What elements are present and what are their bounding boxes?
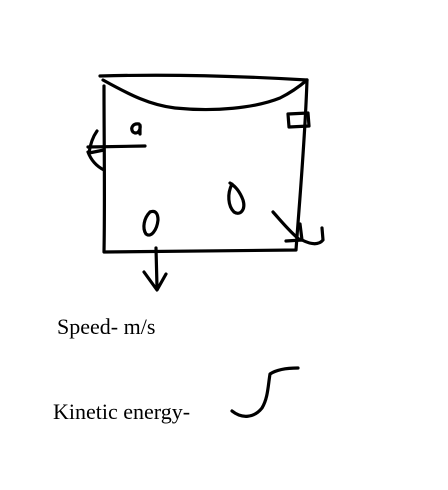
loop-mark-right: [227, 181, 246, 215]
loop-mark-left: [142, 209, 160, 237]
diagonal-arrow: [271, 210, 325, 246]
left-scribble-mark: [86, 129, 106, 172]
hook-curve-mark: [230, 366, 300, 418]
small-a-mark: [130, 122, 142, 136]
box-top-curve: [101, 78, 309, 112]
left-horizontal-line: [86, 144, 147, 149]
downward-arrow: [142, 246, 168, 292]
small-rectangle-mark: [286, 111, 311, 129]
box-outline: [98, 73, 309, 254]
speed-label: Speed- m/s: [57, 314, 156, 339]
kinetic-energy-label: Kinetic energy-: [53, 399, 191, 424]
